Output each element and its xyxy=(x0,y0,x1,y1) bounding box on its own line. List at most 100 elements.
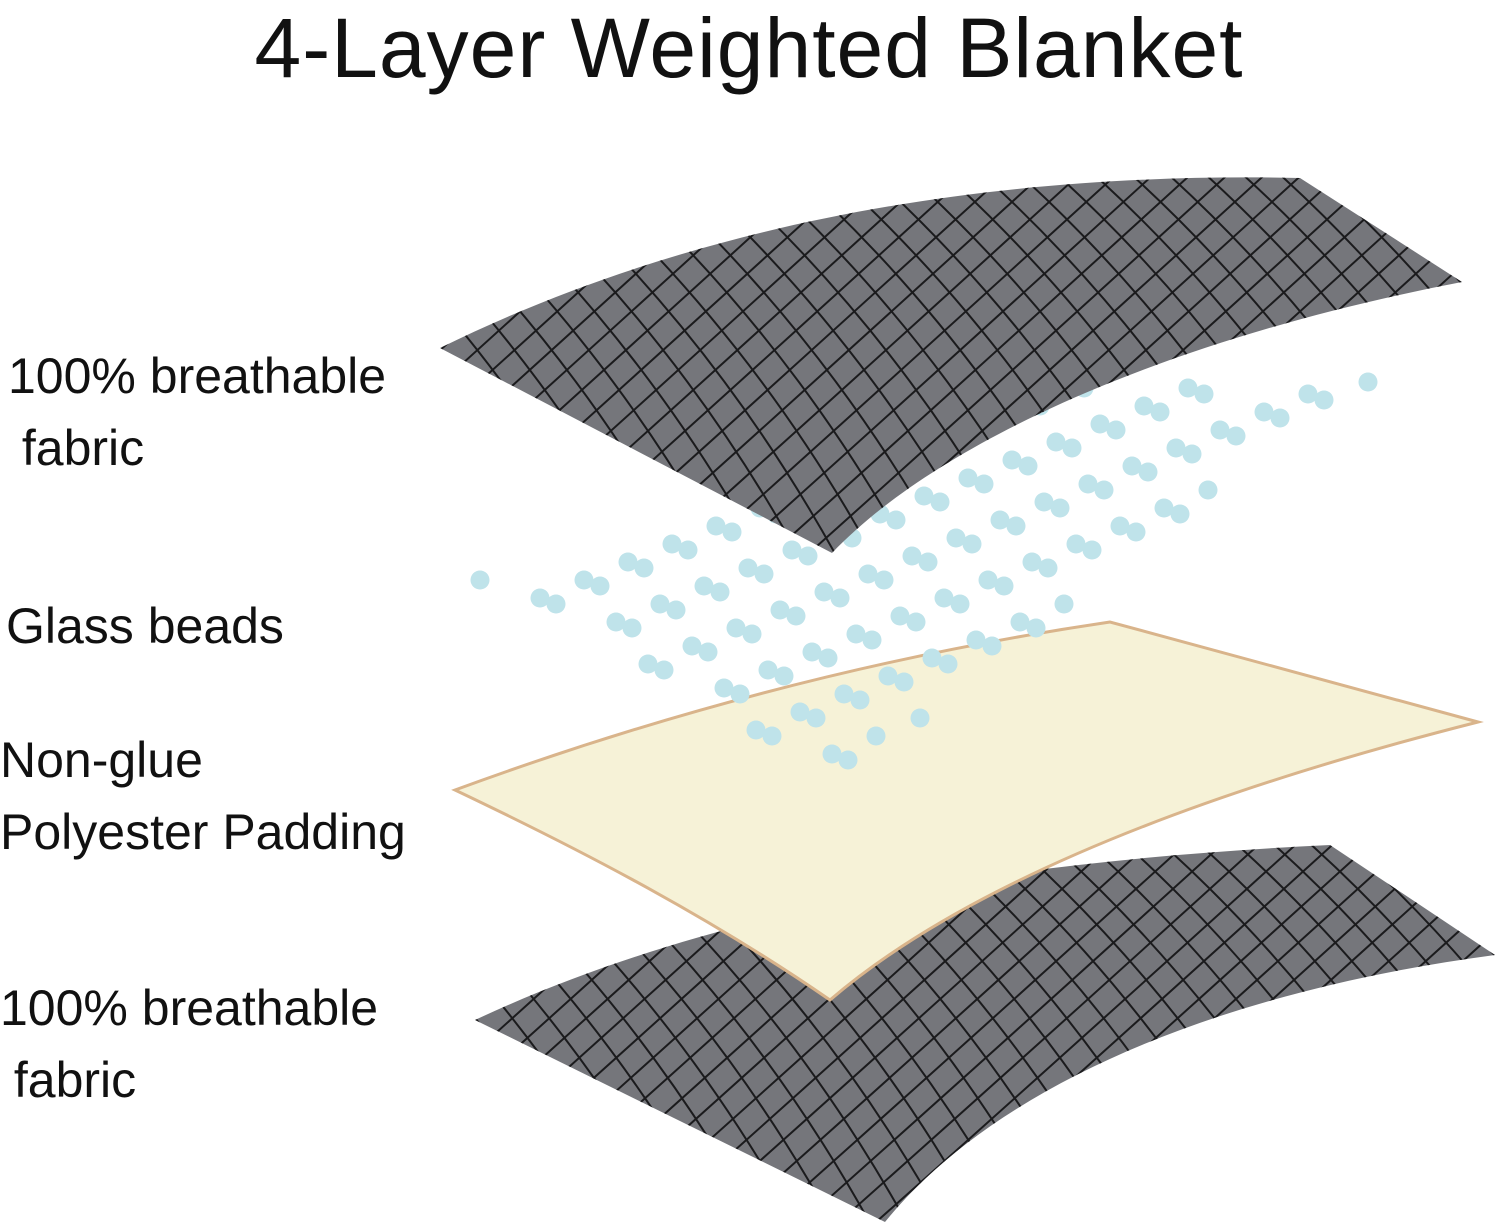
quilt-line xyxy=(1395,177,1462,553)
quilt-line xyxy=(1447,845,1495,1222)
glass-bead xyxy=(806,708,826,728)
glass-bead xyxy=(994,576,1014,596)
glass-bead xyxy=(802,642,822,662)
glass-bead xyxy=(530,588,550,608)
glass-bead xyxy=(918,552,938,572)
bottom-fabric-sheet xyxy=(475,845,1495,1222)
glass-bead xyxy=(846,624,866,644)
glass-bead xyxy=(546,594,566,614)
glass-bead xyxy=(1122,456,1142,476)
label-bottom-fabric: 100% breathable fabric xyxy=(0,972,378,1116)
glass-bead xyxy=(666,600,686,620)
glass-bead xyxy=(758,660,778,680)
glass-bead xyxy=(1254,402,1274,422)
label-padding-line-2: Polyester Padding xyxy=(0,804,406,860)
glass-bead xyxy=(838,750,858,770)
glass-beads-layer xyxy=(470,372,1378,770)
glass-bead xyxy=(858,564,878,584)
label-glass-beads: Glass beads xyxy=(6,590,284,662)
glass-bead xyxy=(922,648,942,668)
glass-bead xyxy=(1126,522,1146,542)
quilt-line xyxy=(1462,845,1495,1222)
glass-bead xyxy=(978,570,998,590)
glass-bead xyxy=(790,702,810,722)
glass-bead xyxy=(1154,498,1174,518)
quilt-line xyxy=(1470,165,1498,560)
quilt-line xyxy=(1484,845,1495,1222)
glass-bead xyxy=(950,594,970,614)
glass-bead xyxy=(894,672,914,692)
glass-bead xyxy=(818,648,838,668)
glass-bead xyxy=(1034,492,1054,512)
quilt-line xyxy=(1425,845,1495,1222)
glass-bead xyxy=(910,708,930,728)
padding-sheet xyxy=(451,620,1484,1002)
quilt-line xyxy=(1410,845,1495,1222)
glass-bead xyxy=(650,594,670,614)
glass-bead xyxy=(1314,390,1334,410)
glass-bead xyxy=(1062,438,1082,458)
glass-bead xyxy=(914,486,934,506)
glass-bead xyxy=(822,744,842,764)
quilt-line xyxy=(833,845,1271,1222)
glass-bead xyxy=(1090,414,1110,434)
glass-bead xyxy=(934,588,954,608)
glass-bead xyxy=(1078,474,1098,494)
glass-bead xyxy=(1110,516,1130,536)
glass-bead xyxy=(730,684,750,704)
quilt-line xyxy=(870,845,1307,1222)
glass-bead xyxy=(1298,384,1318,404)
label-top-fabric-line-2: fabric xyxy=(8,420,145,476)
quilt-line xyxy=(797,845,1234,1222)
glass-bead xyxy=(742,624,762,644)
glass-bead xyxy=(902,546,922,566)
quilt-line xyxy=(800,177,1239,553)
top-fabric-sheet xyxy=(440,177,1462,553)
glass-bead xyxy=(774,666,794,686)
label-glass-beads-line-1: Glass beads xyxy=(6,598,284,654)
glass-bead xyxy=(938,654,958,674)
glass-bead xyxy=(1170,504,1190,524)
glass-bead xyxy=(966,630,986,650)
glass-bead xyxy=(638,654,658,674)
quilt-line xyxy=(1417,177,1462,553)
glass-bead xyxy=(1026,618,1046,638)
glass-bead xyxy=(1198,480,1218,500)
glass-bead xyxy=(878,666,898,686)
glass-bead xyxy=(682,636,702,656)
glass-bead xyxy=(770,600,790,620)
glass-bead xyxy=(1182,444,1202,464)
glass-bead xyxy=(1226,426,1246,446)
glass-bead xyxy=(886,510,906,530)
glass-bead xyxy=(634,558,654,578)
glass-bead xyxy=(1270,408,1290,428)
glass-bead xyxy=(662,534,682,554)
glass-bead xyxy=(738,558,758,578)
glass-bead xyxy=(962,534,982,554)
glass-bead xyxy=(1010,612,1030,632)
glass-bead xyxy=(678,540,698,560)
glass-bead xyxy=(710,582,730,602)
page-title: 4-Layer Weighted Blanket xyxy=(254,1,1244,95)
glass-bead xyxy=(850,690,870,710)
glass-bead xyxy=(1194,384,1214,404)
glass-bead xyxy=(930,492,950,512)
glass-bead xyxy=(1166,438,1186,458)
glass-bead xyxy=(726,618,746,638)
glass-bead xyxy=(590,576,610,596)
glass-bead xyxy=(1134,396,1154,416)
glass-bead xyxy=(982,636,1002,656)
glass-bead xyxy=(974,474,994,494)
glass-bead xyxy=(618,552,638,572)
glass-bead xyxy=(1150,402,1170,422)
glass-bead xyxy=(698,642,718,662)
glass-bead xyxy=(1138,462,1158,482)
glass-bead xyxy=(654,660,674,680)
glass-bead xyxy=(1022,552,1042,572)
glass-bead xyxy=(782,540,802,560)
quilt-line xyxy=(726,177,1165,553)
glass-bead xyxy=(834,684,854,704)
glass-bead xyxy=(714,678,734,698)
glass-bead xyxy=(890,606,910,626)
